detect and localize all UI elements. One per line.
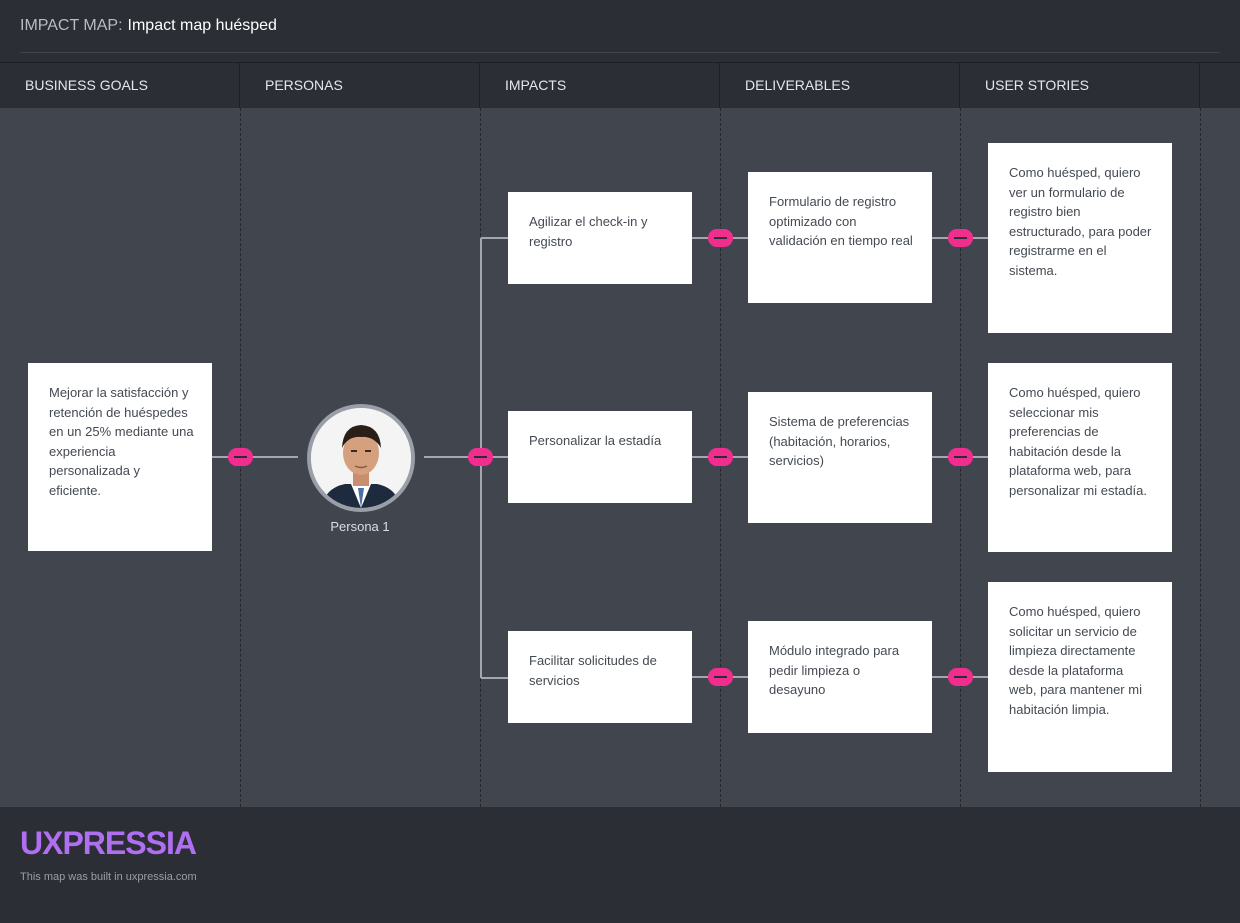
map-title[interactable]: Impact map huésped (127, 17, 277, 34)
collapse-goal-button[interactable] (228, 448, 253, 466)
column-header-impacts[interactable]: IMPACTS (480, 63, 720, 109)
impact-card[interactable]: Personalizar la estadía (508, 411, 692, 503)
user-story-card[interactable]: Como huésped, quiero solicitar un servic… (988, 582, 1172, 772)
collapse-deliverable-button[interactable] (948, 229, 973, 247)
collapse-deliverable-button[interactable] (948, 448, 973, 466)
deliverable-card[interactable]: Formulario de registro optimizado con va… (748, 172, 932, 303)
deliverable-text: Sistema de preferencias (habitación, hor… (769, 414, 910, 468)
avatar-photo-icon (311, 408, 411, 508)
page-title: IMPACT MAP:Impact map huésped (20, 17, 277, 35)
user-story-text: Como huésped, quiero ver un formulario d… (1009, 165, 1152, 278)
business-goal-text: Mejorar la satisfacción y retención de h… (49, 385, 194, 498)
column-header-user-stories[interactable]: USER STORIES (960, 63, 1200, 109)
title-prefix: IMPACT MAP: (20, 17, 123, 34)
collapse-persona-button[interactable] (468, 448, 493, 466)
column-headers: BUSINESS GOALS PERSONAS IMPACTS DELIVERA… (0, 62, 1240, 109)
user-story-card[interactable]: Como huésped, quiero ver un formulario d… (988, 143, 1172, 333)
impact-text: Facilitar solicitudes de servicios (529, 653, 657, 688)
collapse-impact-button[interactable] (708, 448, 733, 466)
deliverable-text: Formulario de registro optimizado con va… (769, 194, 913, 248)
persona-node[interactable]: Persona 1 (306, 403, 416, 543)
uxpressia-logo: UXPRESSIA (20, 825, 197, 861)
deliverable-card[interactable]: Módulo integrado para pedir limpieza o d… (748, 621, 932, 733)
business-goal-card[interactable]: Mejorar la satisfacción y retención de h… (28, 363, 212, 551)
column-header-personas[interactable]: PERSONAS (240, 63, 480, 109)
deliverable-card[interactable]: Sistema de preferencias (habitación, hor… (748, 392, 932, 523)
column-header-deliverables[interactable]: DELIVERABLES (720, 63, 960, 109)
user-story-text: Como huésped, quiero solicitar un servic… (1009, 604, 1142, 717)
impact-card[interactable]: Facilitar solicitudes de servicios (508, 631, 692, 723)
impact-text: Agilizar el check-in y registro (529, 214, 648, 249)
deliverable-text: Módulo integrado para pedir limpieza o d… (769, 643, 900, 697)
user-story-card[interactable]: Como huésped, quiero seleccionar mis pre… (988, 363, 1172, 552)
footer-credit: This map was built in uxpressia.com (20, 871, 197, 883)
collapse-impact-button[interactable] (708, 229, 733, 247)
map-header: IMPACT MAP:Impact map huésped (0, 0, 1240, 53)
footer: UXPRESSIA This map was built in uxpressi… (0, 807, 1240, 923)
map-canvas: Mejorar la satisfacción y retención de h… (0, 108, 1240, 807)
impact-card[interactable]: Agilizar el check-in y registro (508, 192, 692, 284)
column-divider (1200, 108, 1201, 807)
column-header-business-goals[interactable]: BUSINESS GOALS (0, 63, 240, 109)
impact-text: Personalizar la estadía (529, 433, 662, 448)
persona-name: Persona 1 (330, 519, 390, 534)
collapse-deliverable-button[interactable] (948, 668, 973, 686)
user-story-text: Como huésped, quiero seleccionar mis pre… (1009, 385, 1148, 498)
header-divider (20, 52, 1220, 53)
avatar (307, 404, 415, 512)
collapse-impact-button[interactable] (708, 668, 733, 686)
